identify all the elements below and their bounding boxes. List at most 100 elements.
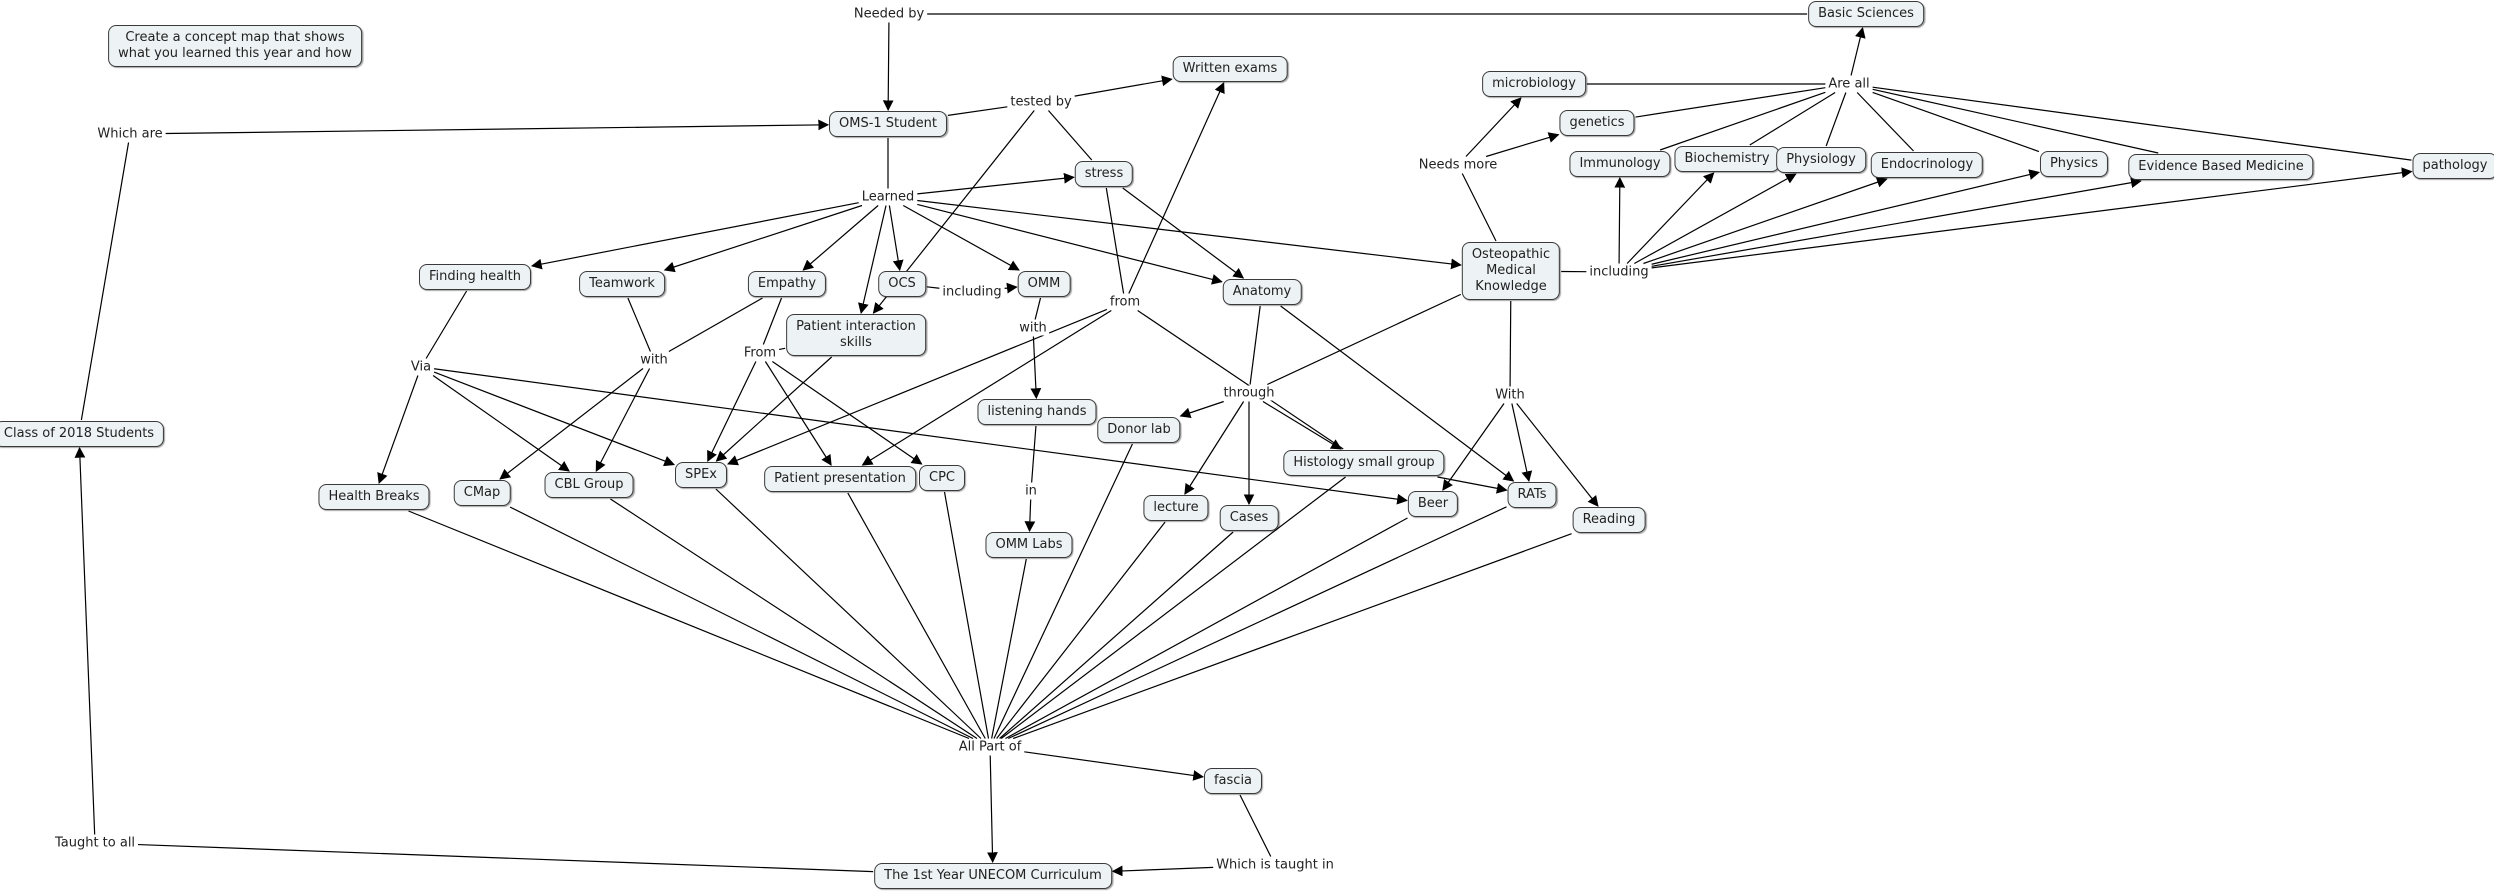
- link-with-teamwork[interactable]: with: [638, 352, 670, 368]
- connector-via-to-spex[interactable]: [433, 371, 676, 467]
- concept-microbiology[interactable]: microbiology: [1482, 71, 1586, 97]
- connector-incl-osteo-to-path[interactable]: [1651, 167, 2413, 269]
- connector-through-to-histo[interactable]: [1262, 400, 1342, 450]
- connector-ommlabs-to-allpart[interactable]: [991, 558, 1027, 739]
- connector-withomm-to-listen[interactable]: [1030, 336, 1042, 400]
- link-including-osteo[interactable]: including: [1587, 264, 1651, 280]
- concept-stress[interactable]: stress: [1074, 161, 1134, 187]
- connector-team-to-withteam[interactable]: [627, 297, 651, 352]
- connector-osteo-to-withosteo[interactable]: [1509, 300, 1512, 387]
- concept-endocrinology[interactable]: Endocrinology: [1870, 152, 1984, 178]
- connector-areall-to-biochem[interactable]: [1749, 91, 1836, 146]
- concept-cases[interactable]: Cases: [1219, 505, 1279, 531]
- connector-ocs-to-incl-ocs[interactable]: [926, 286, 940, 289]
- connector-through-to-donor[interactable]: [1179, 400, 1224, 419]
- connector-osteo-to-needsmore[interactable]: [1461, 173, 1497, 242]
- connector-withosteo-to-reading[interactable]: [1516, 403, 1599, 507]
- connector-areall-to-path[interactable]: [1872, 86, 2412, 161]
- connector-empathy-to-frompis[interactable]: [762, 297, 783, 345]
- connector-areall-to-endo[interactable]: [1856, 92, 1914, 152]
- connector-areall-to-basic[interactable]: [1850, 26, 1866, 76]
- concept-anatomy[interactable]: Anatomy: [1222, 279, 1302, 305]
- connector-cbl-to-allpart[interactable]: [610, 498, 978, 740]
- concept-osteopathic-medical-knowledge[interactable]: Osteopathic Medical Knowledge: [1461, 242, 1561, 300]
- concept-omm-labs[interactable]: OMM Labs: [985, 532, 1073, 558]
- connector-learned-to-omm[interactable]: [902, 204, 1020, 271]
- concept-reading[interactable]: Reading: [1572, 507, 1646, 533]
- link-from[interactable]: from: [1107, 294, 1143, 310]
- connector-osteo-to-through[interactable]: [1267, 293, 1462, 386]
- connector-whichare-to-class[interactable]: [80, 142, 130, 421]
- connector-pis-to-spex[interactable]: [715, 356, 833, 462]
- concept-cpc[interactable]: CPC: [919, 465, 965, 491]
- connector-cases-to-allpart[interactable]: [999, 531, 1234, 739]
- connector-incl-osteo-to-ebm[interactable]: [1651, 177, 2142, 267]
- connector-oms1-to-tested[interactable]: [947, 106, 1008, 116]
- connector-needsmore-to-genetics[interactable]: [1485, 132, 1560, 158]
- connector-areall-to-physio[interactable]: [1825, 92, 1847, 147]
- connector-learned-to-stress[interactable]: [917, 172, 1075, 195]
- link-via[interactable]: Via: [408, 359, 434, 375]
- connector-from-to-histo[interactable]: [1137, 310, 1344, 450]
- connector-lecture-to-allpart[interactable]: [996, 521, 1166, 739]
- concept-patient-presentation[interactable]: Patient presentation: [764, 466, 916, 492]
- connector-frompis-to-cpc[interactable]: [772, 361, 923, 465]
- connector-listen-to-in[interactable]: [1031, 425, 1037, 483]
- connector-incl-osteo-to-physio[interactable]: [1634, 173, 1797, 265]
- connector-through-to-lecture[interactable]: [1184, 401, 1245, 495]
- connector-rats-to-allpart[interactable]: [1008, 506, 1507, 740]
- connector-withosteo-to-beer[interactable]: [1442, 403, 1505, 491]
- connector-beer-to-allpart[interactable]: [1005, 517, 1408, 740]
- connector-stress-to-anatomy[interactable]: [1122, 187, 1245, 279]
- connector-areall-to-physics[interactable]: [1872, 91, 2040, 153]
- link-taught-to-all[interactable]: Taught to all: [52, 835, 138, 851]
- connector-areall-to-genetics[interactable]: [1635, 87, 1826, 118]
- concept-donor-lab[interactable]: Donor lab: [1097, 417, 1181, 443]
- link-which-are[interactable]: Which are: [95, 126, 165, 142]
- concept-histology-small-group[interactable]: Histology small group: [1283, 450, 1445, 476]
- concept-cbl-group[interactable]: CBL Group: [544, 472, 634, 498]
- connector-frompis-to-pp[interactable]: [764, 361, 832, 466]
- connector-needsmore-to-micro[interactable]: [1465, 97, 1522, 157]
- concept-physics[interactable]: Physics: [2039, 151, 2109, 177]
- connector-learned-to-osteo[interactable]: [917, 199, 1462, 270]
- connector-donor-to-allpart[interactable]: [993, 443, 1133, 739]
- concept-spex[interactable]: SPEx: [675, 462, 727, 488]
- connector-withosteo-to-rats[interactable]: [1511, 403, 1533, 483]
- concept-rats[interactable]: RATs: [1507, 482, 1557, 508]
- concept-health-breaks[interactable]: Health Breaks: [318, 484, 430, 510]
- connector-allpart-to-fascia[interactable]: [1024, 751, 1205, 781]
- link-are-all[interactable]: Are all: [1826, 76, 1872, 92]
- concept-written-exams[interactable]: Written exams: [1172, 56, 1288, 82]
- connector-reading-to-allpart[interactable]: [1012, 533, 1572, 740]
- concept-1st-year-unecom-curriculum[interactable]: The 1st Year UNECOM Curriculum: [874, 863, 1112, 889]
- connector-from-to-written[interactable]: [1128, 82, 1225, 294]
- connector-areall-to-immuno[interactable]: [1659, 91, 1826, 151]
- concept-physiology[interactable]: Physiology: [1776, 147, 1866, 173]
- connector-learned-to-pis[interactable]: [858, 205, 887, 315]
- concept-biochemistry[interactable]: Biochemistry: [1674, 146, 1780, 172]
- connector-cmap-to-allpart[interactable]: [509, 506, 974, 740]
- connector-withteam-to-cbl[interactable]: [595, 368, 651, 472]
- connector-finding-to-via[interactable]: [425, 290, 468, 359]
- connector-via-to-hbreaks[interactable]: [377, 375, 419, 485]
- link-including-ocs[interactable]: including: [940, 284, 1004, 300]
- connector-learned-to-team[interactable]: [663, 204, 863, 273]
- connector-empathy-to-withteam[interactable]: [668, 297, 763, 353]
- concept-oms1-student[interactable]: OMS-1 Student: [829, 111, 947, 137]
- connector-frompis-to-spex[interactable]: [707, 361, 757, 462]
- connector-pis-to-frompis[interactable]: [778, 347, 786, 351]
- connector-pp-to-allpart[interactable]: [847, 492, 986, 739]
- concept-patient-interaction-skills[interactable]: Patient interaction skills: [786, 314, 926, 356]
- connector-taughtall-to-class[interactable]: [74, 446, 96, 835]
- link-needs-more[interactable]: Needs more: [1416, 157, 1500, 173]
- connector-learned-to-finding[interactable]: [530, 202, 859, 270]
- concept-empathy[interactable]: Empathy: [747, 271, 827, 297]
- concept-listening-hands[interactable]: listening hands: [977, 399, 1097, 425]
- connector-withteam-to-cmap[interactable]: [499, 368, 644, 480]
- connector-histo-to-allpart[interactable]: [1000, 476, 1346, 739]
- connector-allpart-to-curr[interactable]: [987, 755, 998, 864]
- concept-teamwork[interactable]: Teamwork: [579, 271, 665, 297]
- concept-immunology[interactable]: Immunology: [1569, 151, 1671, 177]
- connector-incl-ocs-to-omm[interactable]: [1004, 282, 1018, 294]
